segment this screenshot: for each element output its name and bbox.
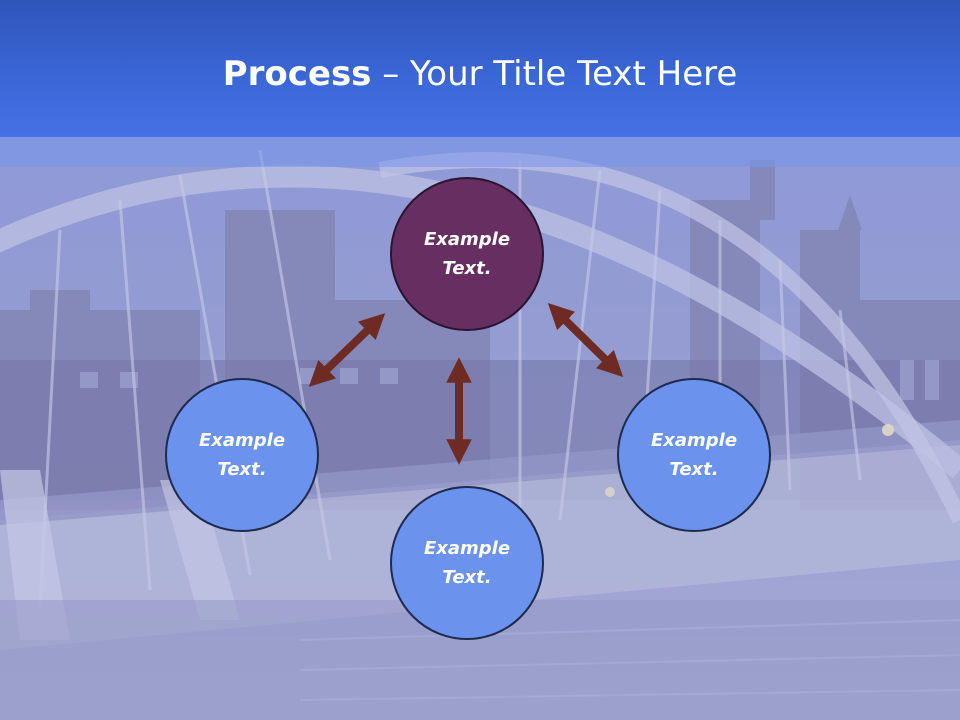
node-left-label: Example Text.: [198, 430, 286, 480]
arrow-top-left: [308, 313, 386, 387]
node-right-label: Example Text.: [650, 430, 738, 480]
title-rest: – Your Title Text Here: [371, 54, 738, 94]
node-bottom-label: Example Text.: [423, 538, 511, 588]
title-bold: Process: [222, 54, 372, 94]
slide-title: Process – Your Title Text Here: [0, 48, 960, 100]
process-node-bottom[interactable]: Example Text.: [390, 486, 544, 640]
title-band: [0, 0, 960, 137]
node-top-label: Example Text.: [423, 229, 511, 279]
arrow-top-right: [547, 303, 624, 377]
process-node-left[interactable]: Example Text.: [165, 378, 319, 532]
process-node-top[interactable]: Example Text.: [390, 177, 544, 331]
title-strip: [0, 137, 960, 167]
process-node-right[interactable]: Example Text.: [617, 378, 771, 532]
